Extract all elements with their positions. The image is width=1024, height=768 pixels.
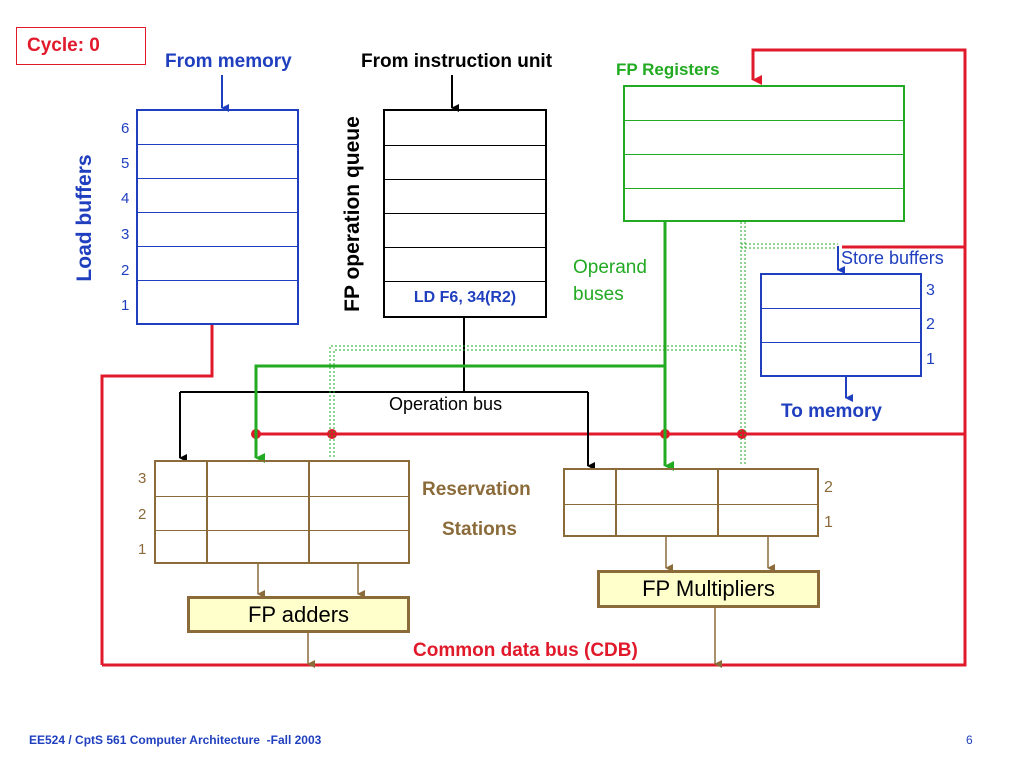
- queue-entry: [385, 214, 545, 248]
- adder-rs-number: 3: [138, 470, 147, 487]
- queue-entry-instruction: LD F6, 34(R2): [413, 289, 517, 306]
- reservation-label: Reservation: [422, 479, 531, 500]
- mult-rs-number: 2: [824, 479, 833, 496]
- load-buffers-label: Load buffers: [73, 154, 96, 282]
- queue-entry: [385, 248, 545, 282]
- load-buffer-number: 4: [121, 190, 130, 207]
- load-buffer-number: 3: [121, 226, 130, 243]
- load-buffer-entry: [138, 111, 297, 145]
- stations-label: Stations: [442, 519, 517, 540]
- load-buffer-number: 5: [121, 155, 130, 172]
- adder-rs-number: 2: [138, 506, 147, 523]
- rs-row-divider: [565, 504, 817, 505]
- fp-multipliers-unit: FP Multipliers: [597, 570, 820, 608]
- load-buffer-number: 1: [121, 297, 130, 314]
- rs-row-divider: [156, 530, 408, 531]
- load-buffer-number: 2: [121, 262, 130, 279]
- queue-entry: [385, 146, 545, 180]
- queue-entry: [385, 111, 545, 146]
- fp-adders-unit: FP adders: [187, 596, 410, 633]
- store-buffers-label: Store buffers: [841, 248, 944, 268]
- mult-rs-number: 1: [824, 514, 833, 531]
- operand-buses-label-2: buses: [573, 284, 624, 305]
- adder-rs-number: 1: [138, 541, 147, 558]
- cycle-counter: Cycle: 0: [16, 27, 146, 65]
- operand-bus-hatched: [329, 222, 838, 466]
- store-buffer-entry: [762, 275, 920, 309]
- fp-register-row: [625, 155, 903, 189]
- load-buffer-number: 6: [121, 120, 130, 137]
- load-buffers: [136, 109, 299, 325]
- to-memory-label: To memory: [781, 401, 883, 422]
- operation-bus: [179, 318, 595, 470]
- queue-entry: [385, 180, 545, 214]
- load-buffer-entry: [138, 145, 297, 179]
- store-buffer-number: 3: [926, 282, 935, 299]
- footer-course: EE524 / CptS 561 Computer Architecture -…: [29, 733, 322, 747]
- fp-register-row: [625, 121, 903, 155]
- load-buffer-entry: [138, 213, 297, 247]
- load-buffer-entry: [138, 247, 297, 281]
- multiplier-reservation-stations: [563, 468, 819, 537]
- operand-buses-label-1: Operand: [573, 257, 647, 278]
- store-buffer-entry: [762, 309, 920, 343]
- store-buffer-number: 1: [926, 351, 935, 368]
- cdb-bus: [100, 48, 967, 667]
- operand-bus-solid: [254, 222, 674, 471]
- rs-row-divider: [156, 496, 408, 497]
- from-instruction-unit-label: From instruction unit: [361, 51, 553, 72]
- fp-operation-queue: LD F6, 34(R2): [383, 109, 547, 318]
- fp-registers-label: FP Registers: [616, 60, 720, 79]
- page-number: 6: [966, 733, 973, 747]
- fp-register-row: [625, 87, 903, 121]
- fp-registers: [623, 85, 905, 222]
- from-memory-label: From memory: [165, 51, 292, 72]
- store-buffer-number: 2: [926, 316, 935, 333]
- fp-operation-queue-label: FP operation queue: [341, 116, 364, 312]
- load-buffer-entry: [138, 179, 297, 213]
- cdb-label: Common data bus (CDB): [413, 640, 638, 661]
- adder-reservation-stations: [154, 460, 410, 564]
- operation-bus-label: Operation bus: [389, 394, 503, 414]
- store-buffers: [760, 273, 922, 377]
